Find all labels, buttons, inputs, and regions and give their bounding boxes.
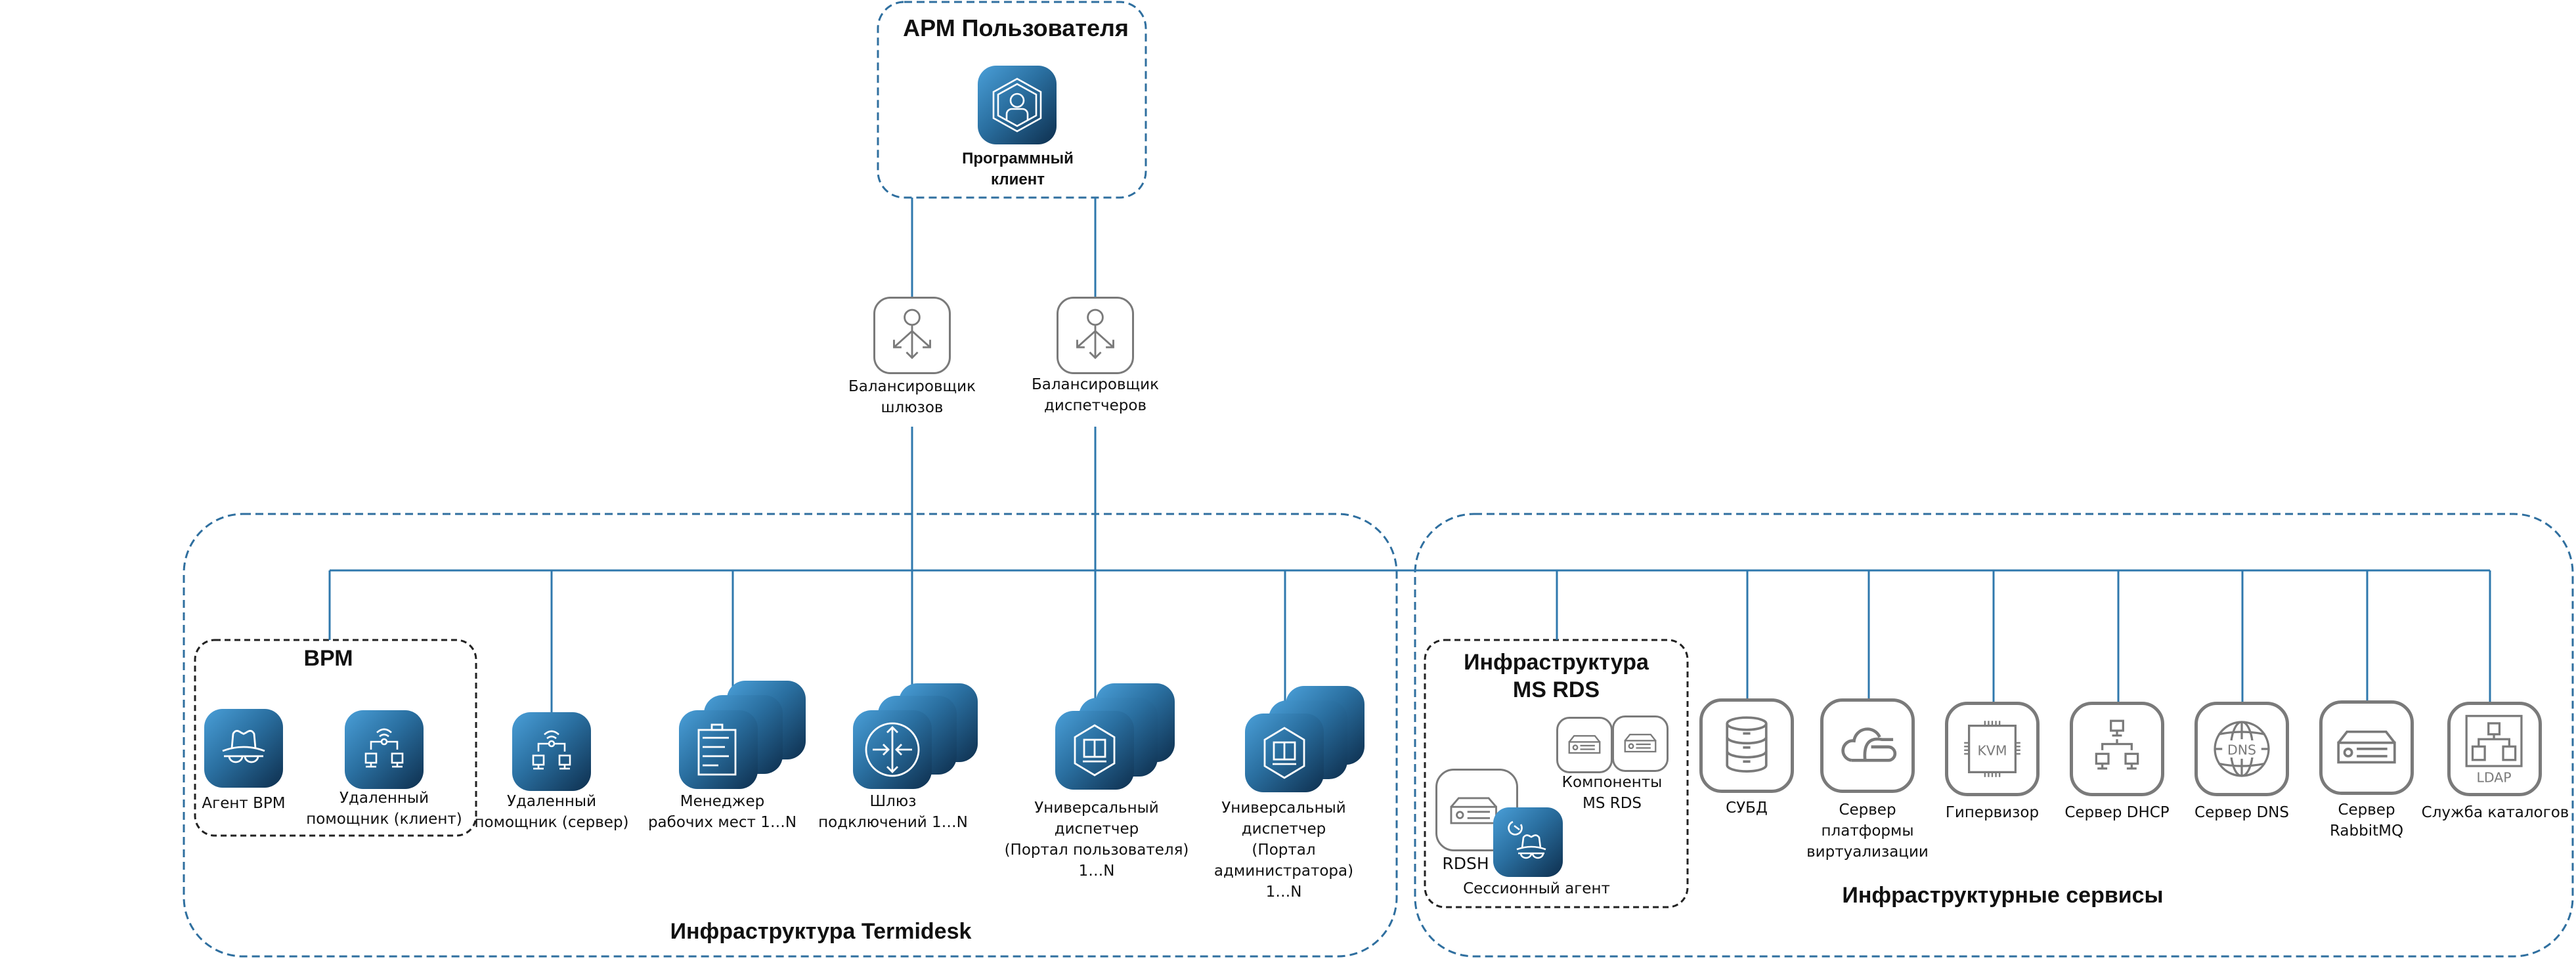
rabbitmq-server-label: Сервер RabbitMQ [2329,801,2404,840]
directory-icon: LDAP [2465,715,2523,785]
workstation-title: АРМ Пользователя [903,14,1129,41]
session-agent-icon [1508,820,1546,859]
router-icon [865,722,920,777]
remote-assistant-icon [364,728,404,768]
server-icon [1568,735,1601,754]
spy-agent-icon [222,730,265,763]
gateway-label: Шлюз подключений 1…N [818,793,968,831]
rabbitmq-server-node[interactable] [2319,700,2414,795]
dbms-label: СУБД [1726,799,1768,817]
admin-dispatcher-node[interactable] [1245,714,1324,792]
server-icon [1624,733,1657,753]
user-dispatcher-node[interactable] [1055,711,1134,790]
ms-rds-component-node-1[interactable] [1556,717,1613,773]
dns-server-label: Сервер DNS [2194,804,2289,821]
clipboard-icon [697,723,737,776]
remote-assistant-icon [532,730,571,770]
hypervisor-node[interactable]: KVM [1945,702,2040,796]
load-balancer-icon [893,309,931,360]
session-agent-label: Сессионный агент [1463,880,1610,897]
virtualization-platform-label: Сервер платформы виртуализации [1806,801,1929,861]
dbms-node[interactable] [1699,698,1794,793]
hypervisor-label: Гипервизор [1945,804,2040,821]
remote-assistant-client-label: Удаленный помощник (клиент) [306,790,462,828]
ms-rds-title: Инфраструктура MS RDS [1464,650,1649,702]
workplace-manager-node[interactable] [679,710,758,789]
gateway-balancer-node[interactable] [873,297,951,374]
virtualization-platform-node[interactable] [1820,698,1915,793]
remote-assistant-server-label: Удаленный помощник (сервер) [474,793,629,831]
vrm-title: ВРМ [303,646,353,671]
dispatcher-balancer-label: Балансировщик диспетчеров [1031,376,1160,414]
dispatcher-hexagon-icon [1263,727,1305,779]
admin-dispatcher-label: Универсальный диспетчер (Портал админист… [1213,799,1354,901]
dns-icon-text: DNS [2227,742,2256,757]
directory-service-node[interactable]: LDAP [2447,702,2542,796]
dhcp-server-label: Сервер DHCP [2064,804,2170,821]
ms-rds-component-node-2[interactable] [1612,715,1669,772]
dispatcher-hexagon-icon [1074,724,1116,777]
gateway-node[interactable] [853,710,932,789]
cloud-platform-icon [1841,727,1897,762]
globe-icon: DNS [2214,721,2270,777]
network-tree-icon [2095,719,2139,770]
client-node[interactable] [978,66,1057,144]
termidesk-title: Инфраструктура Termidesk [670,919,972,944]
load-balancer-icon [1076,309,1114,360]
database-icon [1726,716,1768,773]
dhcp-server-node[interactable] [2070,702,2164,796]
vrm-agent-node[interactable] [204,709,283,788]
gateway-balancer-label: Балансировщик шлюзов [848,378,976,416]
user-hexagon-icon [992,77,1042,133]
remote-assistant-server-node[interactable] [512,712,591,791]
remote-assistant-client-node[interactable] [345,710,424,789]
user-dispatcher-label: Универсальный диспетчер (Портал пользова… [1004,799,1189,880]
chip-icon: KVM [1964,721,2020,777]
client-label: Программный клиент [962,150,1074,188]
kvm-icon-text: KVM [1977,742,2007,758]
workplace-manager-label: Менеджер рабочих мест 1…N [647,793,797,831]
dispatcher-balancer-node[interactable] [1057,297,1134,374]
ldap-icon-text: LDAP [2476,769,2511,785]
rdsh-label: RDSH [1442,854,1489,873]
ms-rds-components-label: Компоненты MS RDS [1561,774,1663,812]
infra-services-title: Инфраструктурные сервисы [1842,883,2164,908]
session-agent-node[interactable] [1493,807,1563,877]
vrm-agent-label: Агент ВРМ [202,795,286,812]
directory-service-label: Служба каталогов [2421,804,2569,821]
dns-server-node[interactable]: DNS [2194,702,2289,796]
server-icon [2337,730,2396,764]
